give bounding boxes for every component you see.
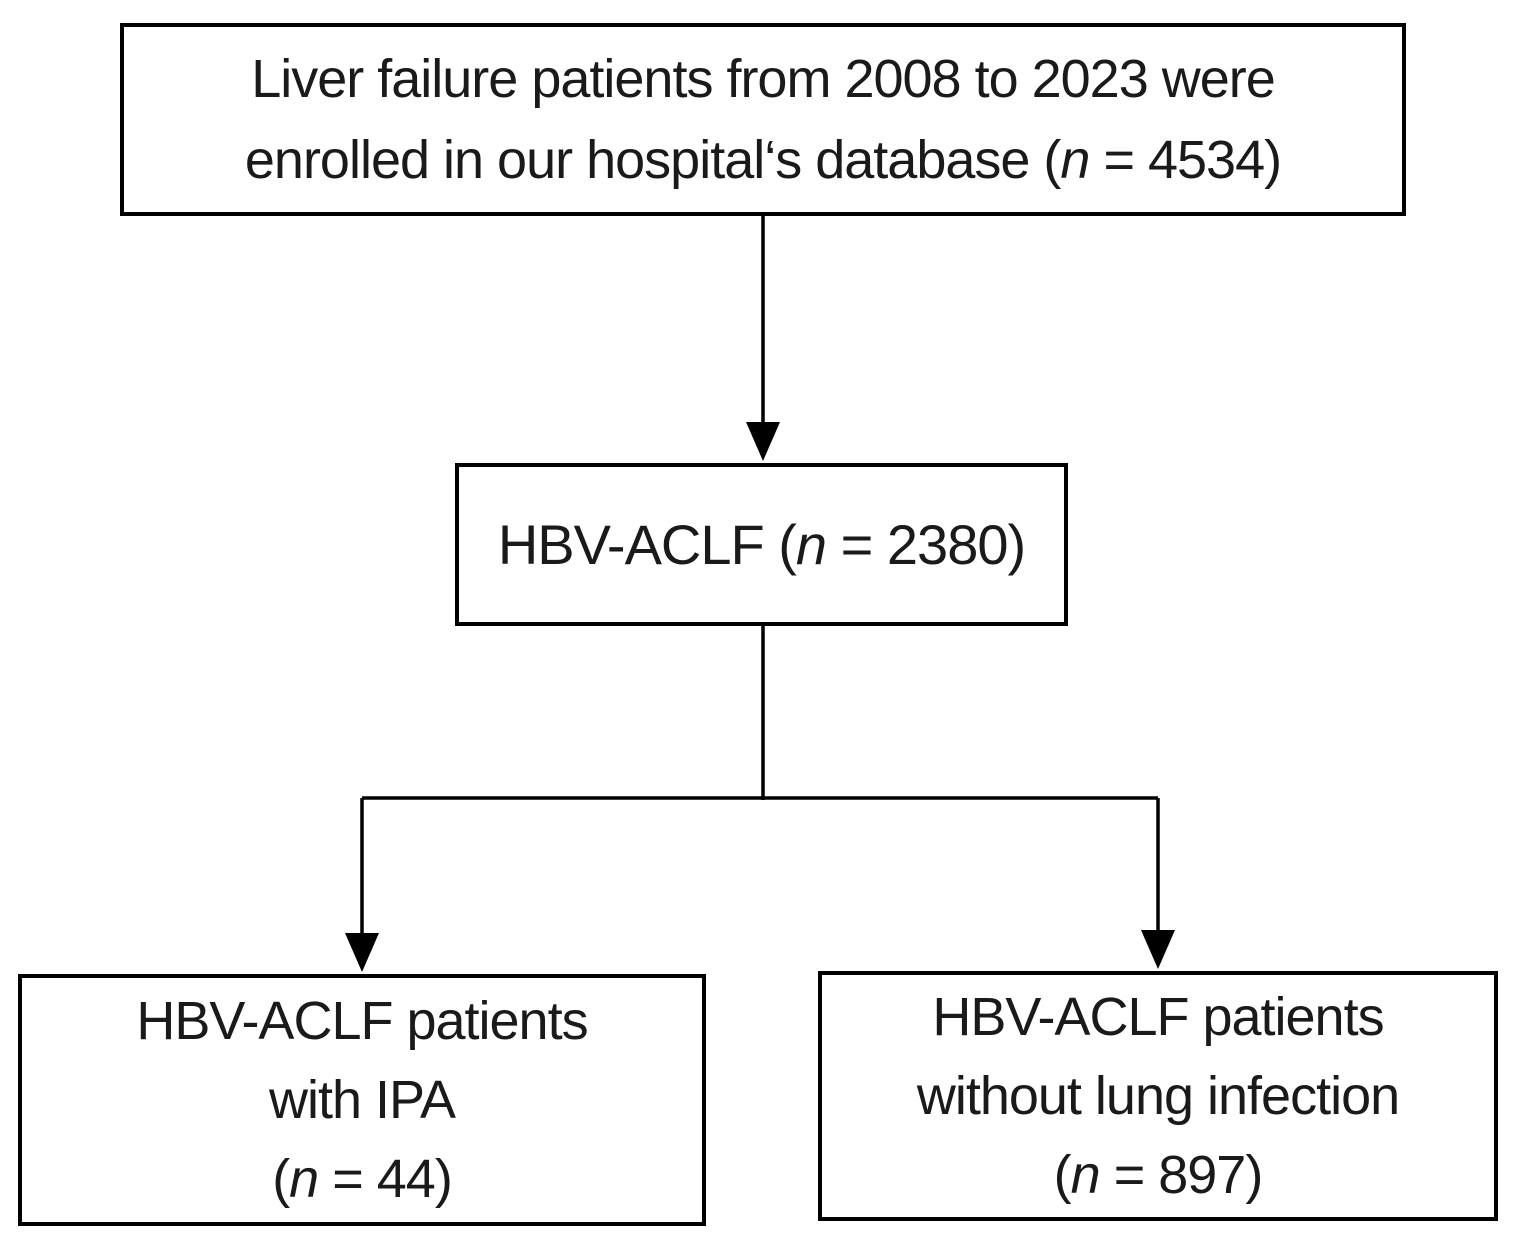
enrollment-line1: Liver failure patients from 2008 to 2023…: [251, 48, 1276, 109]
arrowhead-to-left: [345, 933, 379, 972]
enrollment-count: = 4534): [1089, 129, 1282, 190]
with-ipa-line1: HBV-ACLF patients: [136, 990, 588, 1051]
without-infection-paren: (: [1053, 1144, 1072, 1205]
node-hbv-aclf: HBV-ACLF (n = 2380): [455, 463, 1068, 626]
with-ipa-count: = 44): [318, 1148, 453, 1209]
node-enrollment: Liver failure patients from 2008 to 2023…: [120, 23, 1406, 216]
without-infection-line1: HBV-ACLF patients: [932, 986, 1384, 1047]
with-ipa-line2: with IPA: [268, 1069, 456, 1130]
without-infection-line3: (n = 897): [1053, 1136, 1264, 1215]
with-ipa-line3: (n = 44): [272, 1140, 453, 1219]
node-without-lung-infection: HBV-ACLF patients without lung infection…: [818, 971, 1498, 1221]
n-variable: n: [795, 513, 827, 576]
hbv-aclf-text: HBV-ACLF (: [497, 513, 797, 576]
n-variable: n: [289, 1148, 319, 1209]
node-with-ipa: HBV-ACLF patients with IPA (n = 44): [18, 974, 706, 1226]
without-infection-count: = 897): [1099, 1144, 1264, 1205]
hbv-aclf-label: HBV-ACLF (n = 2380): [497, 512, 1027, 577]
enrollment-line2-text: enrolled in our hospital‘s database (: [244, 129, 1062, 190]
n-variable: n: [1070, 1144, 1101, 1205]
without-infection-line2: without lung infection: [916, 1065, 1400, 1126]
arrowhead-to-middle: [746, 422, 780, 461]
with-ipa-paren: (: [272, 1148, 290, 1209]
hbv-aclf-count: = 2380): [826, 513, 1027, 576]
enrollment-line2: enrolled in our hospital‘s database (n =…: [244, 120, 1282, 201]
n-variable: n: [1060, 129, 1090, 190]
arrowhead-to-right: [1141, 930, 1175, 969]
